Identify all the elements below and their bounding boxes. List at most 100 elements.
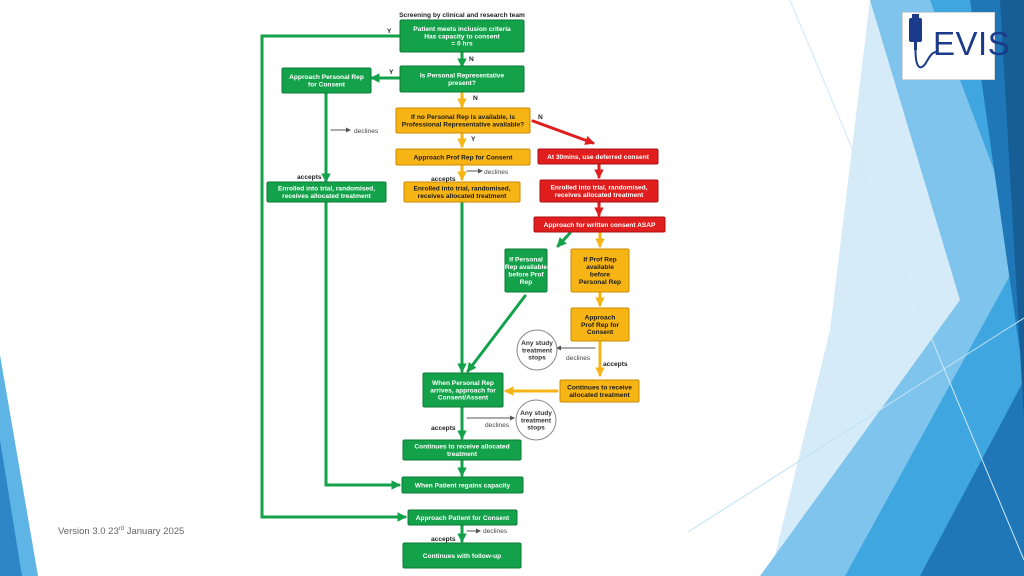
node-text-line: stops: [528, 355, 546, 362]
node-text-line: Patient meets inclusion criteria: [413, 26, 511, 33]
node-written-consent: Approach for written consent ASAP: [533, 216, 666, 233]
node-shape: [395, 107, 531, 134]
label-declines-3: declines: [566, 355, 591, 362]
node-enrolled-green: Enrolled into trial, randomised,receives…: [266, 181, 387, 203]
node-text-line: available: [586, 264, 614, 271]
edge-written-to-personal: [556, 231, 572, 248]
node-text-line: Consent/Assent: [438, 395, 489, 402]
node-text-line: receives allocated treatment: [418, 193, 507, 200]
node-shape: [403, 181, 521, 203]
node-shape: [537, 148, 659, 165]
diagram-title: Screening by clinical and research team: [399, 12, 525, 19]
label-declines-2: declines: [484, 169, 509, 176]
label-y-2: Y: [389, 69, 394, 76]
node-text-line: If Personal: [509, 257, 543, 264]
node-approach-patient: Approach Patient for Consent: [407, 509, 518, 526]
node-deferred-consent: At 30mins, use deferred consent: [537, 148, 659, 165]
node-enrolled-amber: Enrolled into trial, randomised,receives…: [403, 181, 521, 203]
node-text-line: Enrolled into trial, randomised,: [278, 186, 375, 193]
edge-personal-before-diag: [466, 294, 527, 373]
label-n-3: N: [538, 114, 543, 121]
node-shape: [570, 307, 630, 342]
node-text-line: receives allocated treatment: [555, 192, 644, 199]
node-text-line: for Consent: [308, 82, 346, 89]
node-text-line: Continues with follow-up: [423, 553, 501, 560]
node-text-line: treatment: [522, 347, 553, 354]
node-shape: [533, 216, 666, 233]
footer-sup: rd: [118, 526, 125, 532]
node-text-line: Consent: [587, 329, 614, 336]
node-text-line: Is Personal Representative: [420, 73, 505, 80]
node-text-line: Approach Patient for Consent: [416, 515, 510, 522]
node-shape: [401, 476, 524, 494]
node-text-line: Prof Rep for: [581, 322, 620, 329]
label-accepts-3: accepts: [603, 361, 628, 368]
node-shape: [422, 372, 504, 408]
label-accepts-2: accepts: [431, 176, 456, 183]
node-text-line: Approach Prof Rep for Consent: [414, 154, 514, 161]
label-accepts-4: accepts: [431, 425, 456, 432]
edge-enrolled-to-capacity: [324, 199, 401, 490]
node-text-line: Professional Representative available?: [402, 122, 524, 129]
node-follow-up: Continues with follow-up: [402, 542, 522, 569]
node-text-line: Any study: [521, 340, 553, 347]
node-text-line: Continues to receive allocated: [414, 444, 509, 451]
node-text-line: arrives, approach for: [430, 387, 496, 394]
node-shape: [281, 67, 372, 94]
node-text-line: Approach: [585, 314, 616, 321]
node-prof-rep-available: If no Personal Rep is available, isProfe…: [395, 107, 531, 134]
label-declines-1: declines: [354, 128, 379, 135]
node-text-line: If Prof Rep: [583, 257, 616, 264]
node-text-line: before: [590, 272, 610, 279]
node-text-line: Continues to receive: [567, 385, 632, 392]
label-declines-4: declines: [485, 422, 510, 429]
node-shape: [395, 148, 531, 166]
node-shape: [504, 248, 548, 293]
node-shape: [402, 439, 522, 461]
node-text-line: receives allocated treatment: [282, 193, 371, 200]
node-text-line: Approach for written consent ASAP: [544, 222, 656, 229]
node-text-line: present?: [448, 80, 476, 87]
node-text-line: When Patient regains capacity: [415, 482, 511, 489]
label-y-1: Y: [387, 28, 392, 35]
edge-yes-to-approach-patient: [260, 34, 407, 522]
node-shape: [402, 542, 522, 569]
node-regains-capacity: When Patient regains capacity: [401, 476, 524, 494]
node-shape: [539, 179, 659, 203]
node-shape: [266, 181, 387, 203]
node-shape: [559, 379, 640, 403]
node-text-line: Any study: [520, 410, 552, 417]
node-shape: [407, 509, 518, 526]
node-shape: [399, 19, 525, 53]
node-text-line: Rep available: [505, 264, 547, 271]
node-text-line: If no Personal Rep is available, is: [411, 114, 515, 121]
node-text-line: treatment: [447, 451, 478, 458]
node-text-line: Rep: [520, 279, 532, 286]
node-text-line: allocated treatment: [569, 392, 630, 399]
node-shape: [570, 248, 630, 293]
node-text-line: When Personal Rep: [432, 380, 494, 387]
node-text-line: treatment: [521, 417, 552, 424]
label-accepts-5: accepts: [431, 536, 456, 543]
logo-text: EVIS: [933, 25, 1011, 62]
node-approach-prof-rep: Approach Prof Rep for Consent: [395, 148, 531, 166]
label-n-2: N: [473, 95, 478, 102]
node-text-line: Enrolled into trial, randomised,: [550, 185, 647, 192]
edge-labels: Y N Y N N Y declines accepts declines ac…: [297, 28, 628, 543]
edge-prof-available-no: [531, 119, 595, 145]
version-footer: Version 3.0 23rd January 2025: [58, 526, 184, 537]
node-text-line: Approach Personal Rep: [289, 74, 364, 81]
